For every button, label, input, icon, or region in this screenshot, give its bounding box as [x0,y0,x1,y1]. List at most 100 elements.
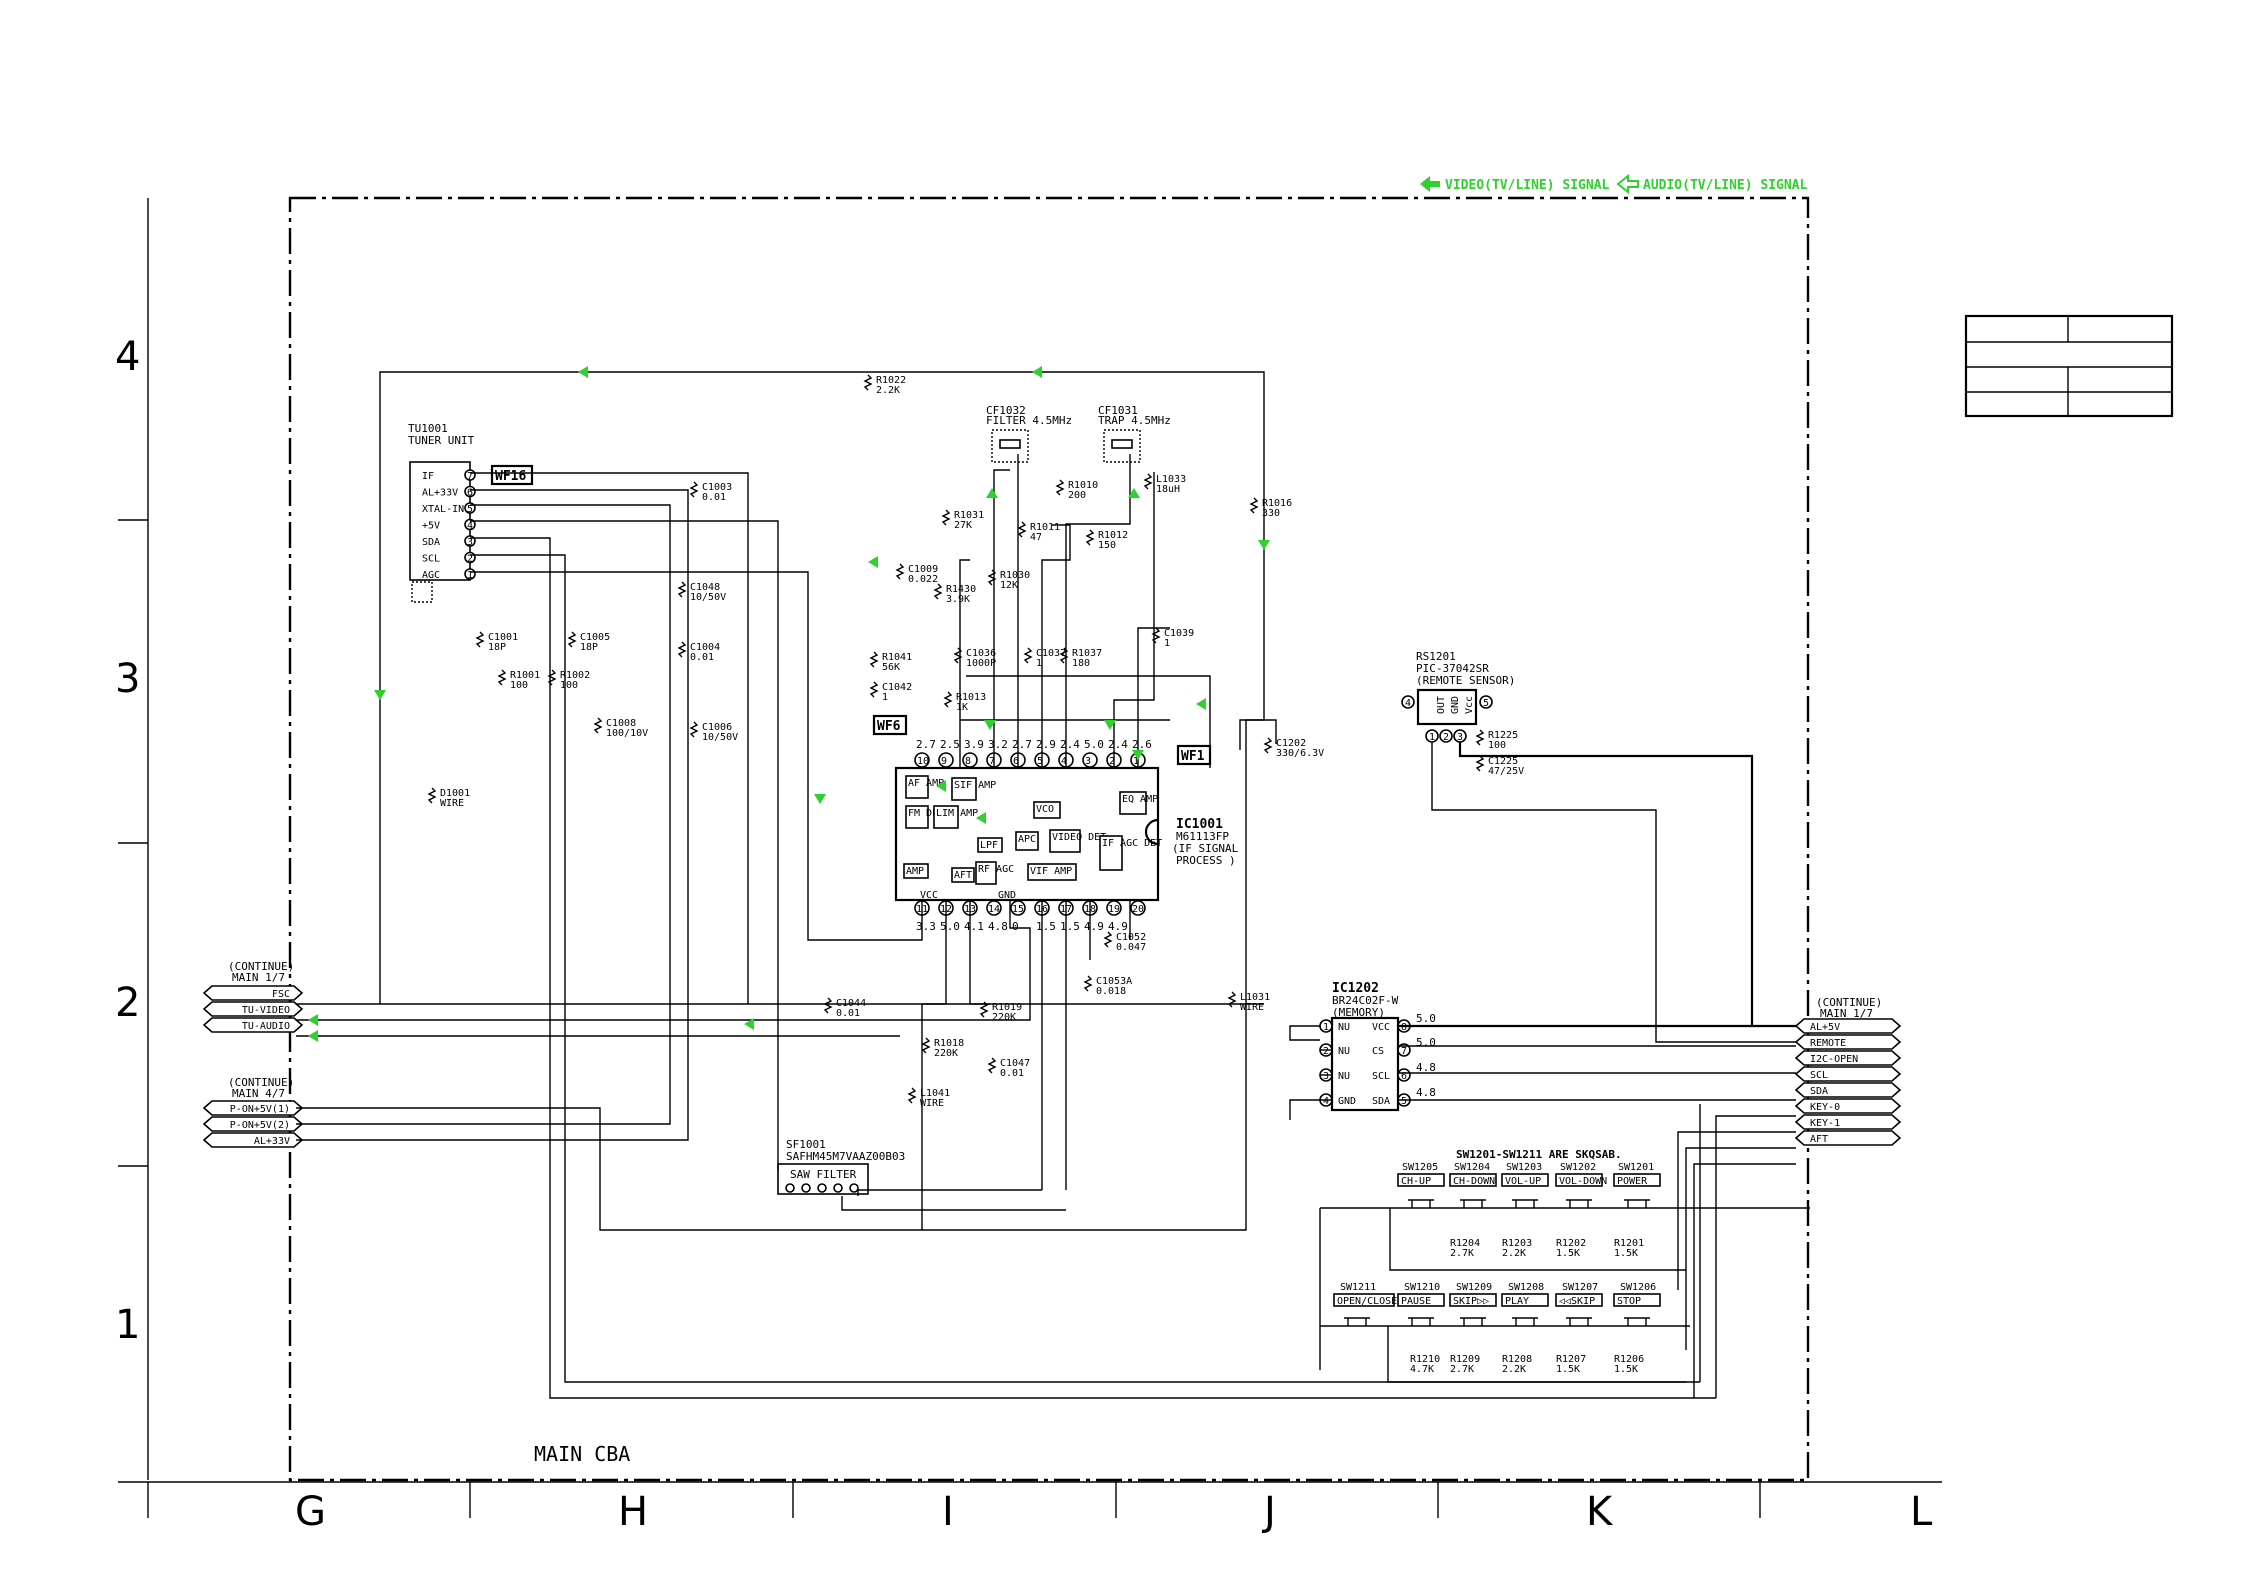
ic1001-bottom-pin-voltage: 1.5 [1060,920,1080,933]
component-value: 0.01 [702,492,726,503]
audio-signal-arrow-icon [868,556,878,568]
component-value: 10/50V [690,592,726,603]
component-value: 1 [882,692,888,703]
component-symbol [1263,737,1273,754]
component-value: 1000P [966,658,996,669]
audio-signal-arrow-icon [936,780,946,792]
component-value: 0.01 [1000,1068,1024,1079]
component-ref: C1044 [836,998,866,1009]
resistor-ref: R1210 [1410,1354,1440,1365]
connector-line-label: AFT [1810,1134,1828,1145]
ic1001-block [1099,835,1123,871]
switch-ref: SW1206 [1620,1282,1656,1293]
tuner-pin-label: XTAL-IN [422,504,464,515]
connector-line [1794,1114,1902,1130]
component-symbol [1103,931,1113,948]
ic1001-block [905,805,929,829]
tuner-ref: TU1001 [408,422,448,435]
audio-signal-arrow-icon [986,488,998,498]
waveform-wf1-label: WF1 [1181,749,1205,764]
grid-col-k: K [1586,1489,1614,1535]
left-connector-1-title-1: (CONTINUE) [228,960,294,973]
ic1001-bottom-pin-number: 14 [988,904,1000,915]
grid-col-i: I [942,1489,954,1535]
component-symbol [1143,473,1153,490]
audio-signal-arrow-icon [744,1018,754,1030]
component-symbol [547,669,557,686]
component-value: 47/25V [1488,766,1524,777]
audio-signal-arrow-icon [976,812,986,824]
ic1202-pin-voltage: 4.8 [1416,1086,1436,1099]
ic1001-top-pin-voltage: 3.2 [988,738,1008,751]
right-connector-main-1-7: (CONTINUE) MAIN 1/7 AL+5VREMOTEI2C-OPENS… [1794,996,1902,1146]
component-value: 200 [1068,490,1086,501]
ic1202-right-pin-label: VCC [1372,1022,1390,1033]
component-ref: R1037 [1072,648,1102,659]
connector-line [1794,1082,1902,1098]
component-symbol [677,581,687,598]
waveform-wf16 [490,464,534,486]
switch-function: PLAY [1505,1296,1529,1307]
ic1001-bottom-pin-voltage: 3.3 [916,920,936,933]
grid-row-3: 3 [115,656,140,702]
resistor-value: 2.2K [1502,1364,1526,1375]
ic1001-block [903,863,929,879]
video-signal-arrow-icon [1420,176,1440,192]
resistor-ref: R1207 [1556,1354,1586,1365]
component-ref: C1009 [908,564,938,575]
component-value: 330 [1262,508,1280,519]
component-ref: R1022 [876,375,906,386]
tuner-pin [464,518,476,531]
connector-line-label: TU-VIDEO [242,1005,290,1016]
component-symbol [1055,479,1065,496]
component-ref: R1031 [954,510,984,521]
component-symbol [1249,497,1259,514]
ic1001-block-label: APC [1018,834,1036,845]
ic1001-top-pin-number: 10 [917,756,929,767]
ic1001-block [977,837,1003,853]
ic1001-block [1033,801,1061,819]
component-value: 0.01 [836,1008,860,1019]
switch-ref: SW1207 [1562,1282,1598,1293]
component-ref: C1004 [690,642,720,653]
component-value: 0.047 [1116,942,1146,953]
cf1031: CF1031 TRAP 4.5MHz [1098,404,1171,463]
ic1202-right-pin-number: 6 [1401,1071,1407,1082]
component-value: 100 [560,680,578,691]
rs1201-remote-sensor: RS1201 PIC-37042SR (REMOTE SENSOR) OUT G… [1401,650,1515,743]
ic1001-block-label: LPF [980,840,998,851]
connector-line-label: I2C-OPEN [1810,1054,1858,1065]
switch-contact-icon [1408,1317,1434,1326]
tuner-pin-label: +5V [422,521,440,532]
tuner-pin-number: 1 [467,570,473,581]
component-ref: R1010 [1068,480,1098,491]
connector-line [202,1001,304,1017]
ic1001-block-label: AFT [954,870,972,881]
ic1001-bottom-pin [1130,900,1146,916]
component-ref: D1001 [440,788,470,799]
tuner-pin [464,485,476,498]
switch-contact-icon [1566,1317,1592,1326]
ic1001-top-pin-voltage: 5.0 [1084,738,1104,751]
video-signal-arrow-icon [578,366,588,378]
ic1001-top-pin-number: 3 [1085,756,1091,767]
resistor-value: 2.7K [1450,1248,1474,1259]
ic1202-right-pin [1397,1043,1411,1057]
ic1202-left-pin-number: 3 [1323,1071,1329,1082]
ic1001-block-label: SIF AMP [954,780,996,791]
ic1001: IC1001 M61113FP (IF SIGNAL PROCESS ) 102… [894,738,1239,933]
cf1032-desc: FILTER 4.5MHz [986,414,1072,427]
cf1031-ref: CF1031 [1098,404,1138,417]
connector-line-label: TU-AUDIO [242,1021,290,1032]
sf1001-ref: SF1001 [786,1138,826,1151]
video-signal-arrow-icon [1128,488,1140,498]
switch-function: OPEN/CLOSE [1337,1296,1397,1307]
ic1202-left-pin-label: NU [1338,1071,1350,1082]
ic1202-left-pin-number: 1 [1323,1022,1329,1033]
component-symbol [987,569,997,586]
left-connector-2-title-2: MAIN 4/7 [232,1087,285,1100]
component-value: WIRE [1240,1002,1264,1013]
